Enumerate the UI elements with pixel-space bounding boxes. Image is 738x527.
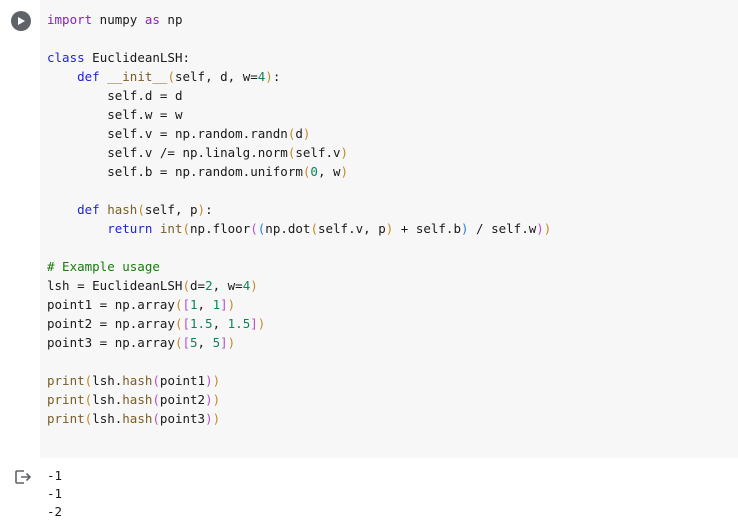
- code-text: import numpy as np class EuclideanLSH: de…: [47, 10, 551, 428]
- code-line-def-init: def __init__(self, d, w=4):: [77, 69, 281, 84]
- code-line-point3: point3 = np.array([5, 5]): [47, 335, 236, 350]
- code-line-self-d: self.d = d: [107, 88, 183, 103]
- output-text: -1 -1 -2: [47, 467, 62, 521]
- code-line-point2: point2 = np.array([1.5, 1.5]): [47, 316, 266, 331]
- code-line-self-w: self.w = w: [107, 107, 183, 122]
- cell-output: -1 -1 -2: [0, 458, 738, 527]
- code-line-blank: [47, 238, 551, 257]
- code-line-print3: print(lsh.hash(point3)): [47, 411, 221, 426]
- code-line-lsh: lsh = EuclideanLSH(d=2, w=4): [47, 278, 258, 293]
- code-line-print1: print(lsh.hash(point1)): [47, 373, 221, 388]
- code-line-blank: [47, 181, 551, 200]
- code-line-self-v: self.v = np.random.randn(d): [107, 126, 311, 141]
- code-line-print2: print(lsh.hash(point2)): [47, 392, 221, 407]
- code-editor[interactable]: import numpy as np class EuclideanLSH: de…: [40, 0, 738, 458]
- play-icon: [18, 17, 25, 25]
- code-line-blank: [47, 352, 551, 371]
- code-line-point1: point1 = np.array([1, 1]): [47, 297, 236, 312]
- code-line-normalize: self.v /= np.linalg.norm(self.v): [107, 145, 349, 160]
- output-line: -1: [47, 468, 63, 483]
- output-redirect-icon[interactable]: [14, 469, 32, 485]
- code-line-def-hash: def hash(self, p):: [77, 202, 213, 217]
- code-line-1: import numpy as np: [47, 12, 183, 27]
- code-line-self-b: self.b = np.random.uniform(0, w): [107, 164, 349, 179]
- output-line: -2: [47, 504, 63, 519]
- run-cell-button[interactable]: [11, 11, 31, 31]
- code-line-blank: [47, 29, 551, 48]
- code-line-return: return int(np.floor((np.dot(self.v, p) +…: [107, 221, 552, 236]
- cell-gutter: [0, 0, 40, 458]
- output-line: -1: [47, 486, 63, 501]
- code-line-class: class EuclideanLSH:: [47, 50, 190, 65]
- code-line-comment: # Example usage: [47, 259, 160, 274]
- code-cell[interactable]: import numpy as np class EuclideanLSH: de…: [0, 0, 738, 458]
